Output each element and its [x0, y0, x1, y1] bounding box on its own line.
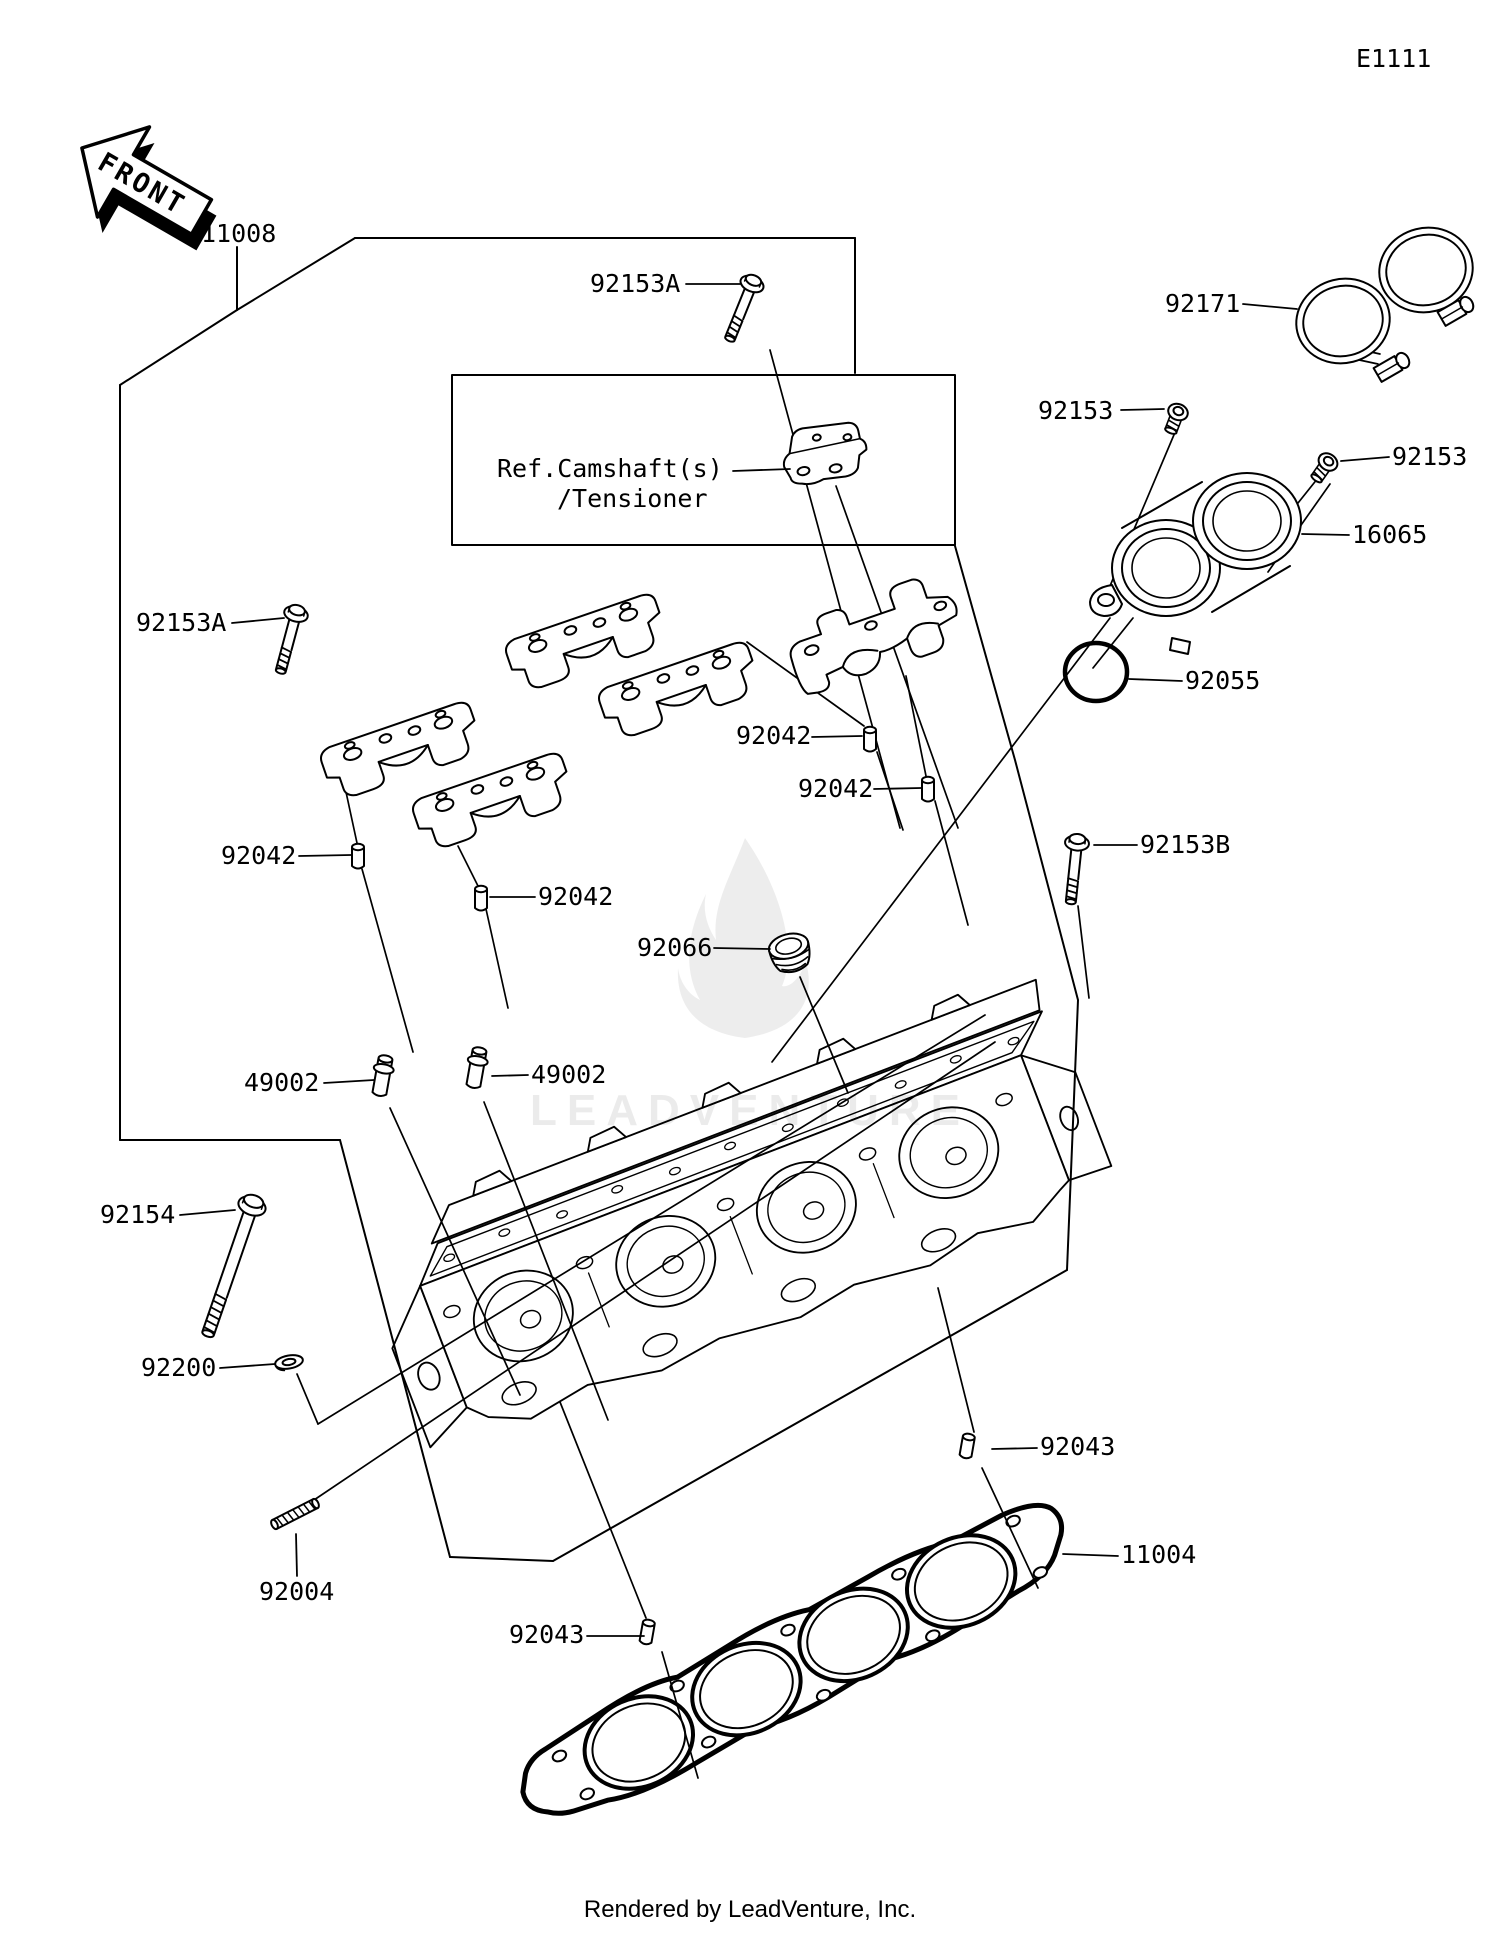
throttle-holder-16065 [1089, 472, 1302, 655]
dowel-pin-92042 [863, 725, 877, 753]
diagram-code: E1111 [1356, 44, 1432, 73]
part-label-92171[interactable]: 92171 [1165, 289, 1241, 318]
part-label-49002-2[interactable]: 49002 [244, 1068, 320, 1097]
dowel-pin-92043 [958, 1431, 977, 1461]
cam-end-cap-drawing [789, 578, 958, 695]
part-label-92153-1[interactable]: 92153 [1038, 396, 1114, 425]
part-label-92153b[interactable]: 92153B [1140, 830, 1231, 859]
valve-guide-49002 [368, 1052, 397, 1099]
cylinder-head-drawing [391, 978, 1113, 1449]
part-label-92043-2[interactable]: 92043 [509, 1620, 585, 1649]
leader-lines [179, 283, 1390, 1637]
part-label-16065[interactable]: 16065 [1352, 520, 1428, 549]
part-label-11008[interactable]: 11008 [201, 219, 277, 248]
bolt-92153a [716, 270, 768, 347]
part-label-92153a-2[interactable]: 92153A [136, 608, 227, 637]
o-ring-92055 [1062, 640, 1130, 704]
dowel-pin-92042 [474, 884, 488, 912]
ref-note-box [451, 374, 956, 546]
screw-92153 [1159, 399, 1192, 438]
part-label-92066[interactable]: 92066 [637, 933, 713, 962]
dowel-pin-92043 [638, 1617, 657, 1647]
part-label-92042-4[interactable]: 92042 [798, 774, 874, 803]
head-gasket-drawing [520, 1502, 1065, 1816]
part-label-92042-1[interactable]: 92042 [221, 841, 297, 870]
watermark-flame [677, 838, 809, 1038]
part-label-92200[interactable]: 92200 [141, 1353, 217, 1382]
indication-lines [296, 289, 1447, 1779]
part-label-92154[interactable]: 92154 [100, 1200, 176, 1229]
part-label-11004[interactable]: 11004 [1121, 1540, 1197, 1569]
part-label-92043-1[interactable]: 92043 [1040, 1432, 1116, 1461]
valve-guide-49002 [462, 1044, 491, 1091]
washer-92200 [274, 1354, 304, 1372]
clamp-screw [1372, 349, 1413, 383]
front-arrow-icon: FRONT [80, 125, 217, 251]
part-label-92004[interactable]: 92004 [259, 1577, 335, 1606]
cam-cap-drawing [408, 749, 578, 855]
camshaft-bracket-ref [782, 421, 868, 486]
ref-note-line1: Ref.Camshaft(s) [497, 454, 723, 483]
bolt-92153b [1057, 831, 1091, 907]
bolt-92153a [267, 601, 311, 678]
part-label-49002-1[interactable]: 49002 [531, 1060, 607, 1089]
callout-outline-11008 [119, 237, 1079, 1562]
part-label-92042-3[interactable]: 92042 [736, 721, 812, 750]
screw-92153 [1305, 448, 1342, 488]
part-label-92055[interactable]: 92055 [1185, 666, 1261, 695]
part-label-92153a-1[interactable]: 92153A [590, 269, 681, 298]
stud-92004 [270, 1497, 320, 1531]
dowel-pin-92042 [921, 775, 935, 803]
watermark-text: LEADVENTURE [529, 1086, 971, 1135]
ref-note-line2: /Tensioner [557, 484, 708, 513]
part-label-92153-2[interactable]: 92153 [1392, 442, 1468, 471]
footer-credit: Rendered by LeadVenture, Inc. [583, 1896, 917, 1923]
bolt-92154 [201, 1193, 267, 1339]
dowel-pin-92042 [351, 842, 365, 870]
part-label-92042-2[interactable]: 92042 [538, 882, 614, 911]
plug-92066 [767, 932, 811, 974]
